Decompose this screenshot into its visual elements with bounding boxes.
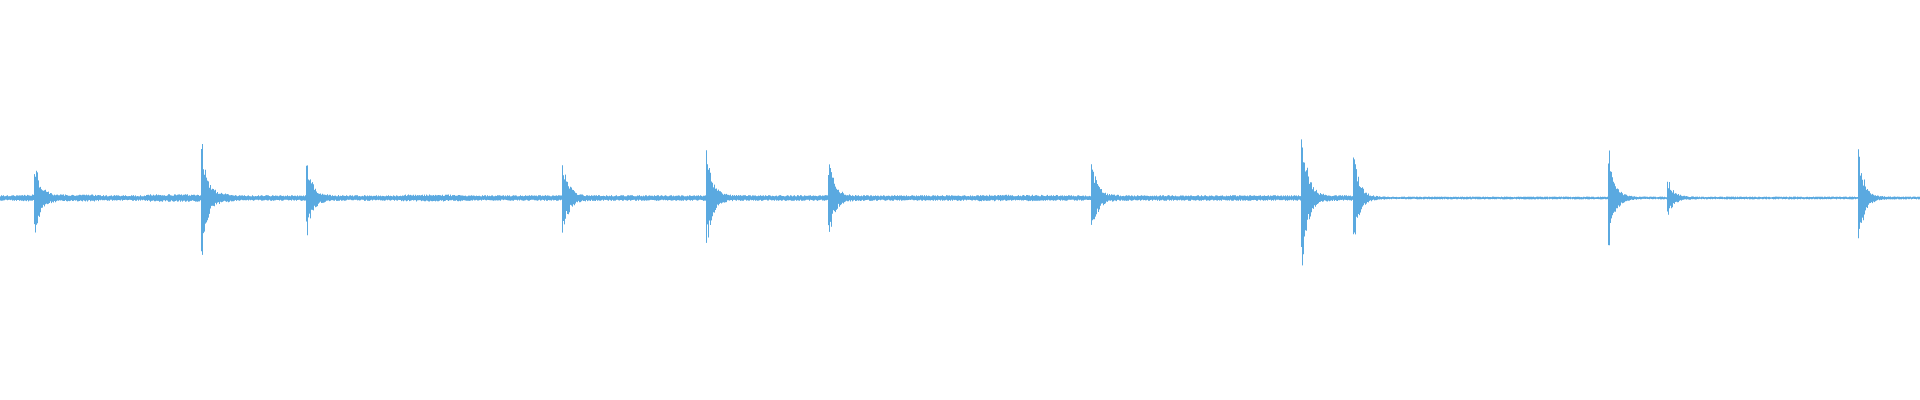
waveform-trace [0, 139, 1920, 266]
